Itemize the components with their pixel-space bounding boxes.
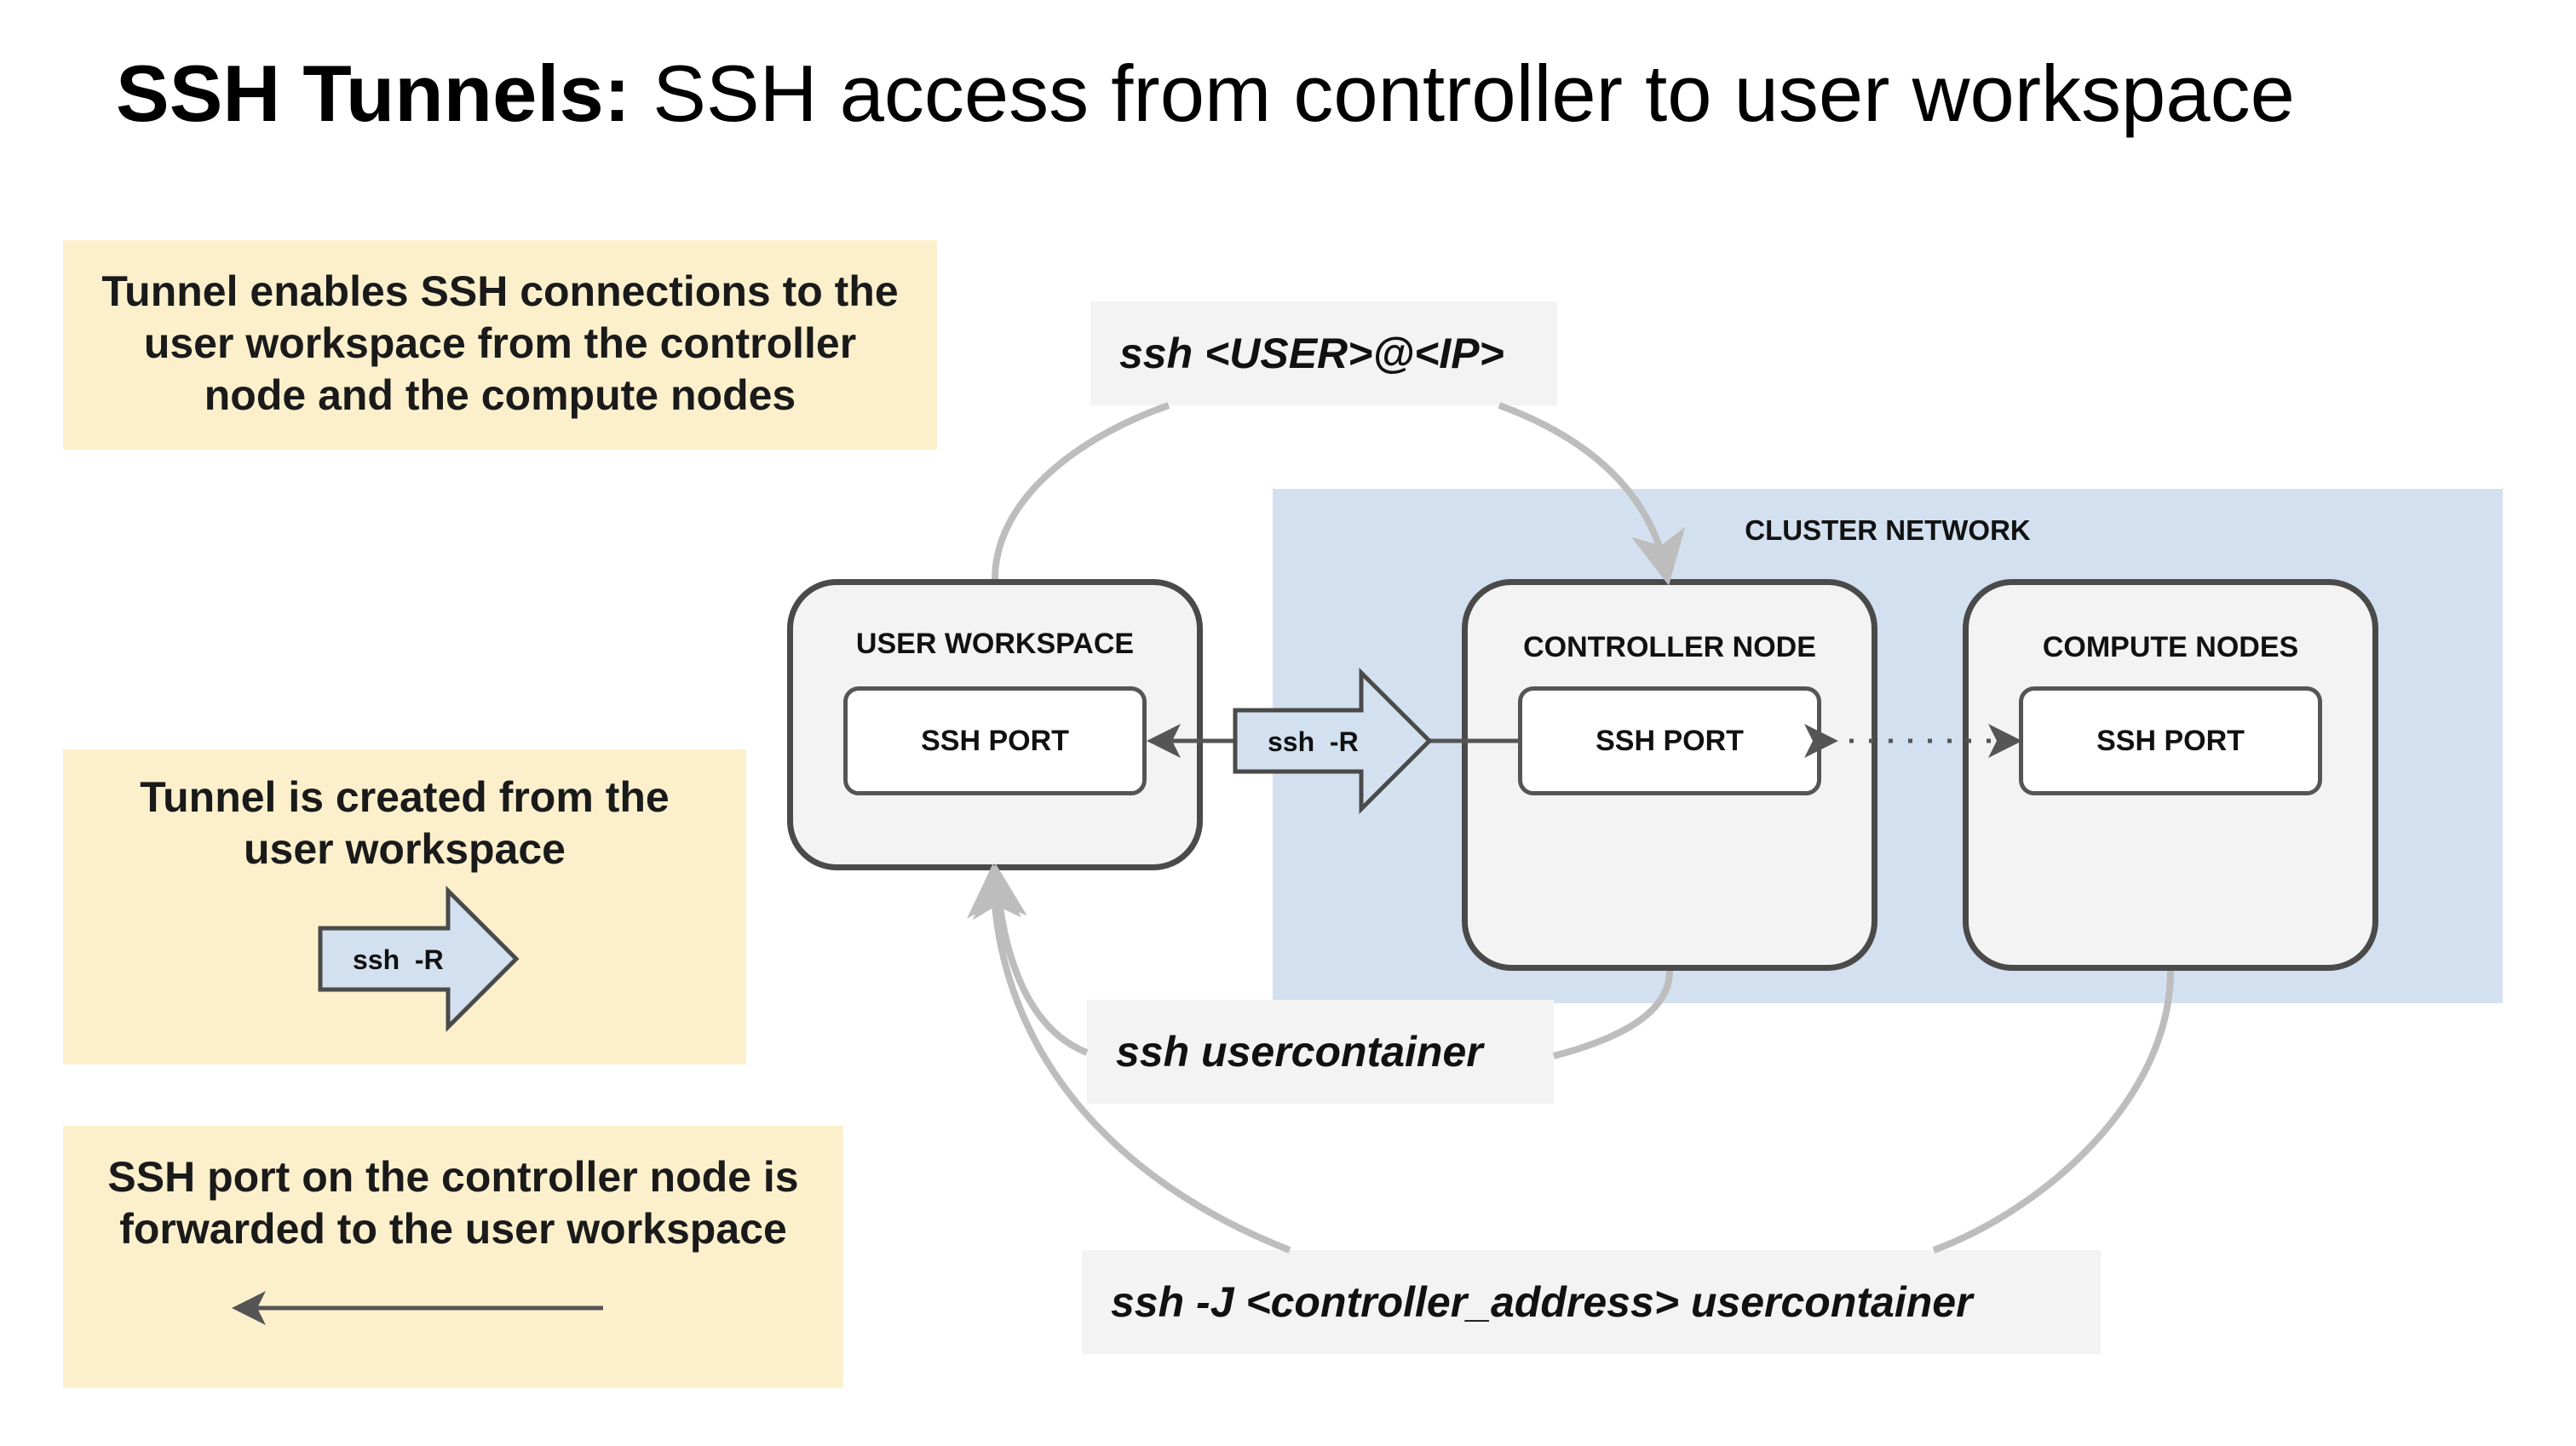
cluster-label: CLUSTER NETWORK bbox=[1745, 514, 2031, 546]
tunnel-arrow bbox=[1233, 667, 1433, 815]
curve-cmd-to-workspace bbox=[972, 864, 1089, 1056]
title-bold: SSH Tunnels: bbox=[116, 49, 631, 138]
compute-ssh-port: SSH PORT bbox=[2019, 686, 2322, 795]
note-line: user workspace bbox=[244, 825, 566, 873]
title-rest: SSH access from controller to user works… bbox=[653, 49, 2295, 138]
note-port-forward: SSH port on the controller node is forwa… bbox=[63, 1126, 843, 1388]
cmd-ssh-usercontainer: ssh usercontainer bbox=[1087, 1000, 1554, 1104]
note-tunnel-created: Tunnel is created from the user workspac… bbox=[63, 749, 746, 1064]
curve-controller-to-cmd bbox=[1552, 970, 1673, 1059]
page-title: SSH Tunnels: SSH access from controller … bbox=[116, 43, 2295, 145]
note-line: node and the compute nodes bbox=[204, 371, 796, 419]
curve-jump-to-workspace bbox=[967, 864, 1291, 1254]
controller-ssh-port: SSH PORT bbox=[1518, 686, 1821, 795]
tunnel-label: ssh -R bbox=[1268, 726, 1359, 757]
node-label: COMPUTE NODES bbox=[2042, 631, 2299, 663]
cmd-ssh-jump: ssh -J <controller_address> usercontaine… bbox=[1082, 1250, 2101, 1354]
node-label: CONTROLLER NODE bbox=[1523, 631, 1816, 663]
curve-workspace-to-cmd bbox=[992, 402, 1170, 580]
note-workspace-access: Tunnel enables SSH connections to the us… bbox=[63, 240, 937, 450]
curve-compute-to-jump bbox=[1932, 970, 2174, 1254]
legend-tunnel-arrow bbox=[318, 885, 520, 1033]
legend-tunnel-label: ssh -R bbox=[353, 944, 444, 975]
workspace-ssh-port: SSH PORT bbox=[843, 686, 1147, 795]
note-line: user workspace from the controller bbox=[143, 319, 857, 367]
note-line: Tunnel enables SSH connections to the bbox=[101, 267, 899, 315]
node-label: USER WORKSPACE bbox=[855, 628, 1135, 660]
cmd-ssh-user-ip: ssh <USER>@<IP> bbox=[1090, 301, 1557, 405]
note-line: SSH port on the controller node is bbox=[107, 1153, 799, 1201]
note-line: Tunnel is created from the bbox=[140, 773, 670, 821]
note-line: forwarded to the user workspace bbox=[119, 1205, 787, 1253]
curve-cmd-to-controller bbox=[1498, 402, 1686, 586]
